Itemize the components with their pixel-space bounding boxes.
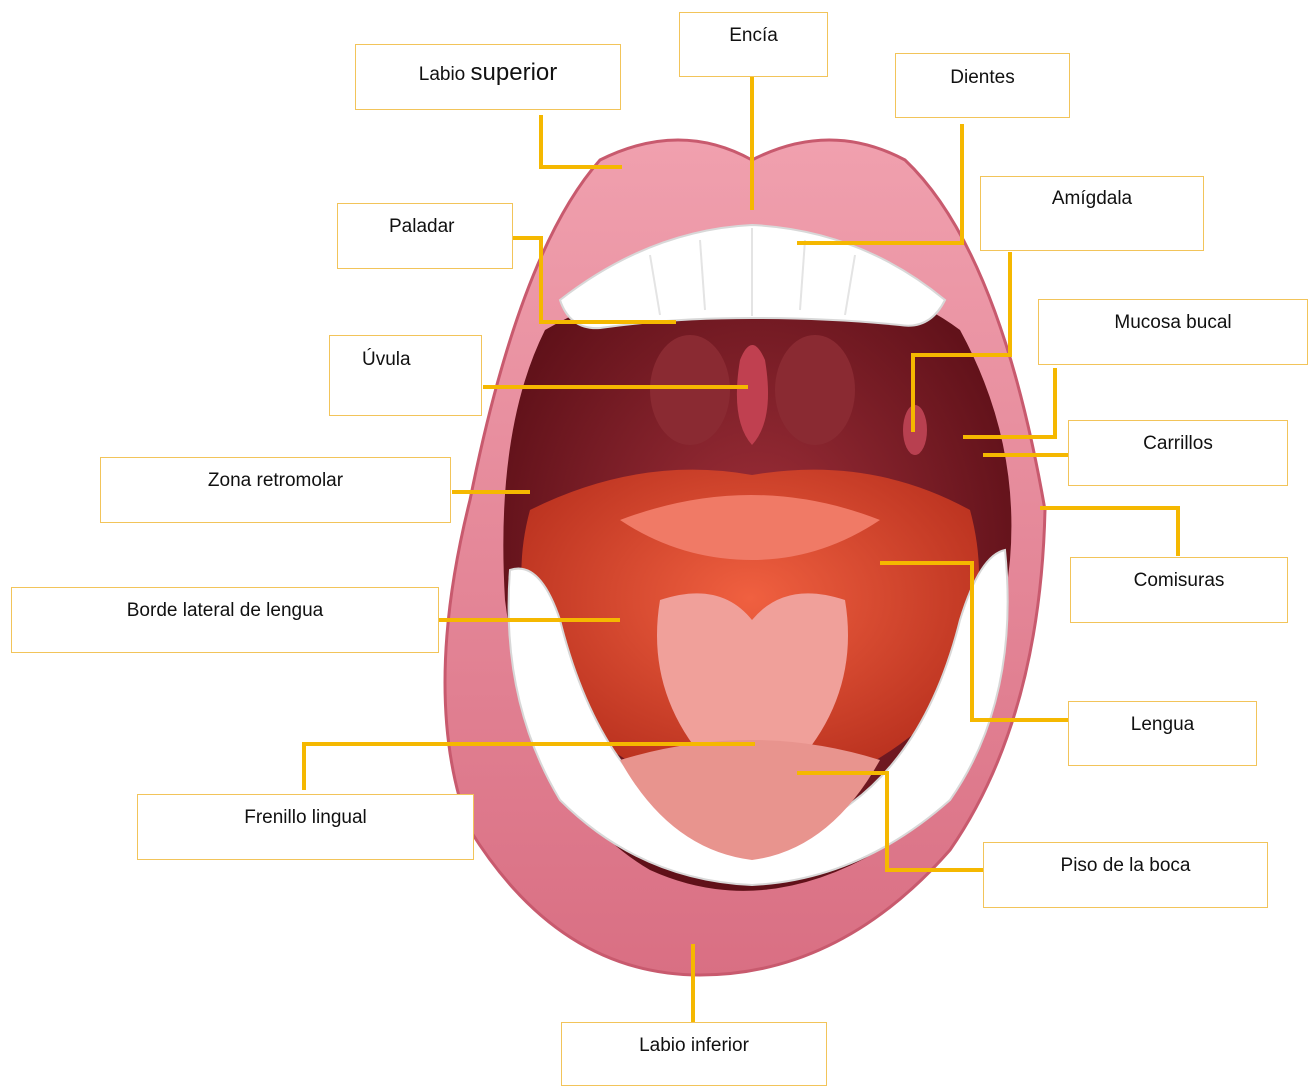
label-text: Lengua — [1131, 714, 1194, 735]
label-dientes: Dientes — [895, 53, 1070, 118]
label-text: Comisuras — [1134, 570, 1225, 591]
label-text: Mucosa bucal — [1114, 312, 1231, 333]
label-text: Encía — [729, 25, 778, 46]
label-lengua: Lengua — [1068, 701, 1257, 766]
label-text: Labio inferior — [639, 1035, 749, 1056]
label-text: Paladar — [389, 216, 455, 237]
label-comisuras: Comisuras — [1070, 557, 1288, 623]
label-zona-retromolar: Zona retromolar — [100, 457, 451, 523]
label-labio-inferior: Labio inferior — [561, 1022, 827, 1086]
label-paladar: Paladar — [337, 203, 513, 269]
label-labio-superior: Labio superior — [355, 44, 621, 110]
label-encia: Encía — [679, 12, 828, 77]
label-text: superior — [471, 59, 558, 86]
label-text: Piso de la boca — [1061, 855, 1191, 876]
leader-line-comisuras — [1040, 508, 1178, 556]
label-text: Frenillo lingual — [244, 807, 367, 828]
left-tonsil-arch — [650, 335, 730, 445]
label-text: Carrillos — [1143, 433, 1213, 454]
label-text: Borde lateral de lengua — [127, 600, 323, 621]
label-text: Amígdala — [1052, 188, 1132, 209]
right-tonsil-arch — [775, 335, 855, 445]
label-text: Úvula — [362, 349, 411, 370]
label-borde-lateral: Borde lateral de lengua — [11, 587, 439, 653]
label-mucosa-bucal: Mucosa bucal — [1038, 299, 1308, 365]
label-text: Labio — [419, 64, 471, 85]
label-uvula: Úvula — [329, 335, 482, 416]
label-carrillos: Carrillos — [1068, 420, 1288, 486]
label-amigdala: Amígdala — [980, 176, 1204, 251]
label-piso-de-la-boca: Piso de la boca — [983, 842, 1268, 908]
label-text: Dientes — [950, 67, 1014, 88]
label-frenillo-lingual: Frenillo lingual — [137, 794, 474, 860]
label-text: Zona retromolar — [208, 470, 343, 491]
